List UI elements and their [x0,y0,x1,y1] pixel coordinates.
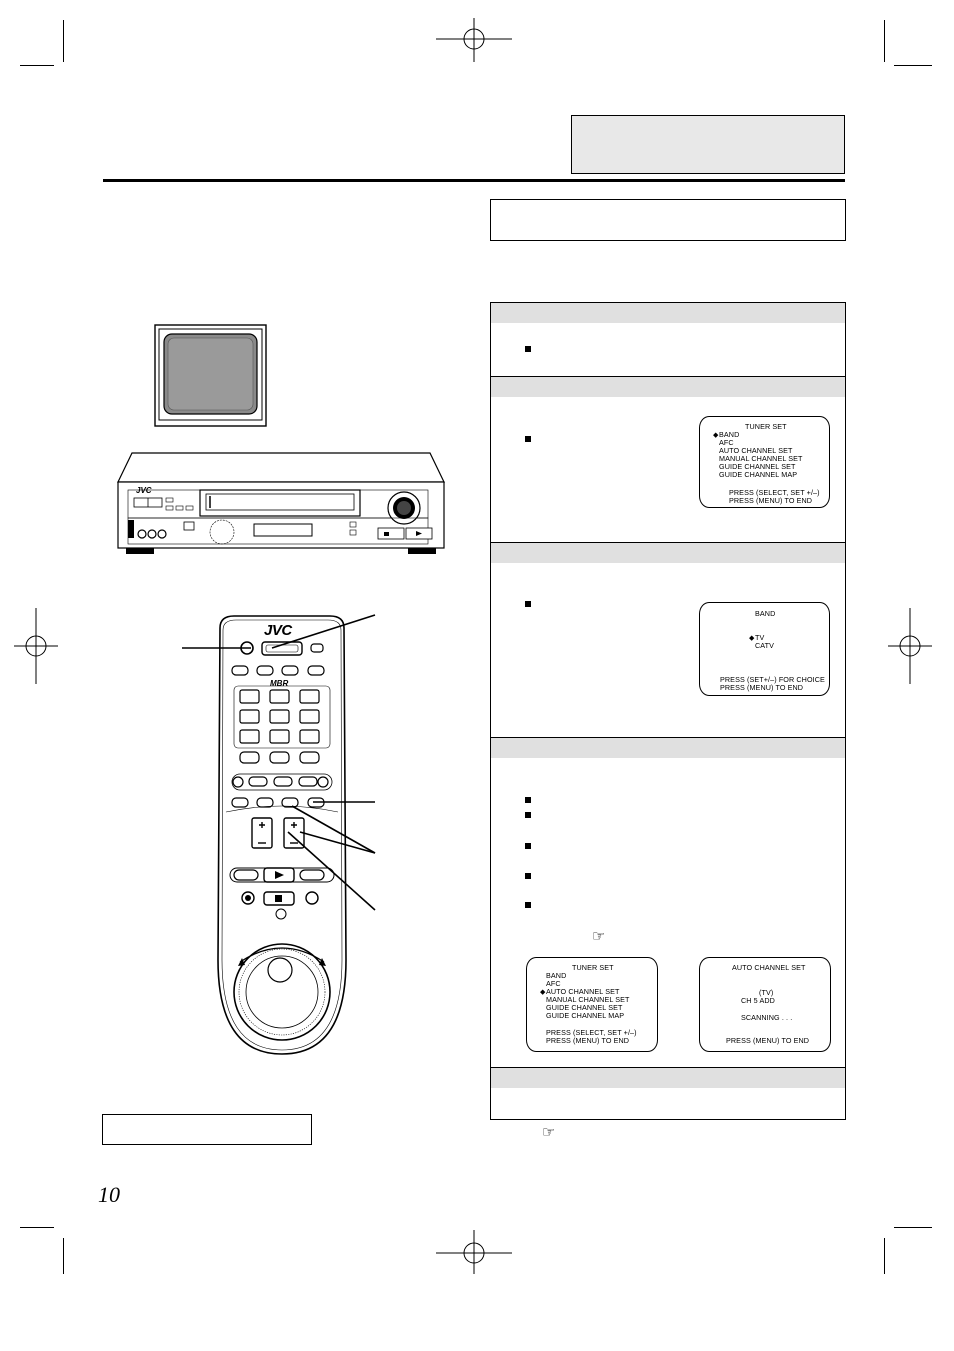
step-5-bar [490,1067,846,1089]
screen-title: TUNER SET [745,422,787,431]
bullet [525,843,531,849]
menu-item: AUTO CHANNEL SET [546,987,620,996]
page-number: 10 [98,1182,120,1207]
crop-mark [63,1238,64,1274]
screen-title: BAND [755,609,776,618]
screen-footer: PRESS (SET+/–) FOR CHOICE [720,675,825,684]
intro-box [490,199,846,241]
bullet [525,346,531,352]
menu-item: GUIDE CHANNEL SET [719,462,796,471]
registration-mark [888,608,932,684]
pointer-icon: ☞ [592,927,606,945]
bullet [525,601,531,607]
crop-mark [894,65,932,66]
remote-control-illustration [217,615,347,1055]
screen-footer: PRESS (MENU) TO END [729,496,813,505]
step-1-bar [490,302,846,324]
registration-mark [436,18,512,62]
step-3-bar [490,542,846,564]
vcr-brand-logo: JVC [136,486,152,495]
band-screen: BAND ◆ TV CATV PRESS (SET+/–) FOR CHOICE… [699,602,830,696]
crop-mark [884,20,885,62]
vcr-illustration [117,452,445,554]
menu-item: BAND [546,971,567,980]
crop-mark [20,1227,54,1228]
menu-item: AUTO CHANNEL SET [719,446,793,455]
header-rule [103,179,845,182]
bullet [525,812,531,818]
selector-icon: ◆ [713,431,719,439]
tuner-set-screen-2: TUNER SET BAND AFC ◆ AUTO CHANNEL SET MA… [526,957,658,1052]
tv-illustration [154,324,267,427]
bullet [525,902,531,908]
registration-mark [436,1230,512,1274]
registration-mark [14,608,58,684]
menu-item: GUIDE CHANNEL SET [546,1003,623,1012]
band-label: (TV) [759,988,774,997]
step-4-bar [490,737,846,759]
selector-icon: ◆ [749,634,755,642]
screen-footer: PRESS (MENU) TO END [726,1036,810,1045]
status-label: SCANNING . . . [741,1013,793,1022]
screen-footer: PRESS (MENU) TO END [546,1036,630,1045]
step-2-bar [490,376,846,398]
pointer-icon: ☞ [542,1123,556,1141]
tuner-set-screen: TUNER SET ◆ BAND AFC AUTO CHANNEL SET MA… [699,416,830,508]
menu-item: MANUAL CHANNEL SET [719,454,803,463]
crop-mark [884,1238,885,1274]
menu-item: BAND [719,430,740,439]
bullet [525,436,531,442]
menu-item: AFC [546,979,561,988]
menu-item: GUIDE CHANNEL MAP [546,1011,625,1020]
step-1-box [490,323,846,377]
channel-label: CH 5 ADD [741,996,775,1005]
crop-mark [20,65,54,66]
screen-title: AUTO CHANNEL SET [732,963,806,972]
screen-footer: PRESS (MENU) TO END [720,683,804,692]
screen-footer: PRESS (SELECT, SET +/–) [729,488,820,497]
menu-item: MANUAL CHANNEL SET [546,995,630,1004]
crop-mark [894,1227,932,1228]
section-header-box [571,115,845,174]
selector-icon: ◆ [540,988,546,996]
crop-mark [63,20,64,62]
band-option: CATV [755,641,775,650]
menu-item: AFC [719,438,734,447]
bullet [525,797,531,803]
band-option: TV [755,633,765,642]
bullet [525,873,531,879]
screen-footer: PRESS (SELECT, SET +/–) [546,1028,637,1037]
callout-lines [182,614,376,911]
menu-item: GUIDE CHANNEL MAP [719,470,798,479]
screen-title: TUNER SET [572,963,614,972]
remote-brand-logo: JVC [264,622,292,639]
auto-channel-screen: AUTO CHANNEL SET (TV) CH 5 ADD SCANNING … [699,957,831,1052]
step-5-box [490,1088,846,1120]
remote-mbr-logo: MBR [270,679,289,688]
note-box [102,1114,312,1145]
